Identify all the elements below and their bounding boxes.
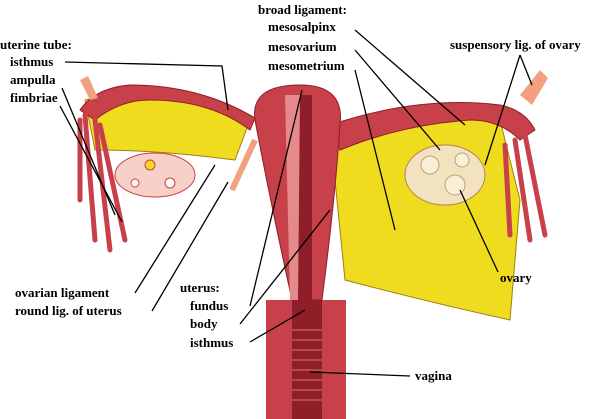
- label-uterus-isthmus: isthmus: [190, 335, 234, 350]
- label-tube-isthmus: isthmus: [10, 54, 54, 69]
- label-uterus: uterus:: [180, 280, 220, 295]
- label-uterine-tube: uterine tube:: [0, 37, 72, 52]
- label-body: body: [190, 316, 218, 331]
- leader-lines: [59, 29, 533, 377]
- label-ovarian-ligament: ovarian ligament: [15, 285, 110, 300]
- label-fimbriae: fimbriae: [10, 90, 58, 105]
- label-ampulla: ampulla: [10, 72, 56, 87]
- left-ovary: [114, 152, 196, 198]
- right-fimbriae: [502, 132, 548, 243]
- label-mesovarium: mesovarium: [268, 39, 337, 54]
- label-ovary: ovary: [500, 270, 532, 285]
- label-mesometrium: mesometrium: [268, 58, 345, 73]
- label-mesosalpinx: mesosalpinx: [268, 19, 336, 34]
- label-vagina: vagina: [415, 368, 452, 383]
- vagina-shape: [266, 300, 346, 419]
- label-round-ligament: round lig. of uterus: [15, 303, 122, 318]
- uterine-cavity: [298, 95, 312, 300]
- round-ligament-shape: [229, 138, 258, 192]
- label-fundus: fundus: [190, 298, 229, 313]
- right-ovary: [404, 144, 486, 206]
- label-broad-ligament: broad ligament:: [258, 2, 347, 17]
- label-suspensory-ligament: suspensory lig. of ovary: [450, 37, 581, 52]
- right-uterine-tube: [329, 102, 536, 151]
